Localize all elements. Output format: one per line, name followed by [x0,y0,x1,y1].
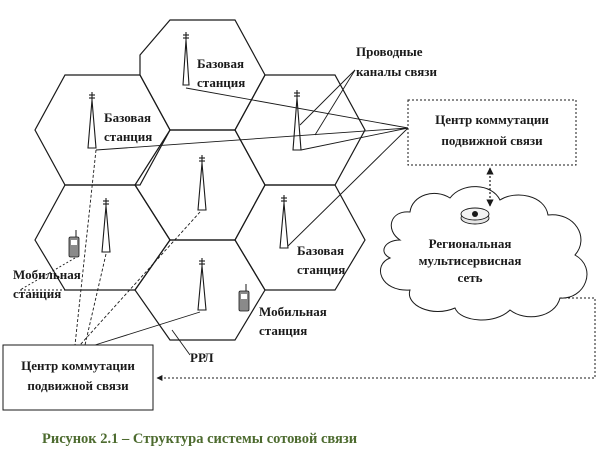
mobile-phone-bottom-icon [238,284,250,312]
rrl-link-3 [84,253,107,346]
wired-link-upper-left [95,127,409,151]
switch-center-left-line1: Центр коммутации [21,358,135,373]
tower-right-icon [279,195,289,249]
wired-link-right [287,127,409,247]
base-station-top-line1: Базовая [197,56,244,71]
figure-caption: Рисунок 2.1 – Структура системы сотовой … [42,431,357,447]
switch-center-right-line2: подвижной связи [441,133,543,148]
rrl-link-1 [74,149,97,346]
regional-network-line3: сеть [458,270,483,285]
mobile-station-left-line1: Мобильная [13,267,81,282]
base-station-left-line2: станция [104,129,152,144]
tower-top-icon [182,32,190,86]
wired-channels-line2: каналы связи [356,64,437,79]
wired-link-top [185,87,409,129]
tower-bottom-icon [197,258,207,311]
regional-network-cloud [380,186,588,321]
regional-network-line2: мультисервисная [419,253,522,268]
tower-left-icon [101,198,111,253]
wired-pointer-2 [314,69,356,136]
wired-link-upper-right [300,127,409,151]
switch-center-left-box [2,344,154,411]
rrl-pointer [171,329,191,356]
tower-upper-right-icon [292,90,302,151]
mobile-station-bottom-line1: Мобильная [259,304,327,319]
tower-center-icon [197,155,207,211]
switch-center-right-line1: Центр коммутации [435,112,549,127]
rrl-link-2 [79,211,201,346]
router-icon [460,207,490,225]
mobile-station-bottom-line2: станция [259,323,307,338]
mobile-link-left [19,257,76,291]
base-station-left-line1: Базовая [104,110,151,125]
mobile-station-left-line2: станция [13,286,61,301]
switch-center-right-box [407,99,577,166]
base-station-right-line2: станция [297,262,345,277]
base-station-top-line2: станция [197,75,245,90]
switch-center-left-line2: подвижной связи [27,378,129,393]
rrl-link-4 [94,311,201,346]
regional-network-line1: Региональная [429,236,512,251]
wired-pointer-1 [299,69,356,126]
cell-bottom [134,239,266,341]
wired-channels-line1: Проводные [356,44,423,59]
mobile-phone-left-icon [68,230,80,258]
network-to-left-switch-link [156,297,596,381]
tower-upper-left-icon [87,92,97,149]
rrl-label: РРЛ [190,350,214,365]
base-station-right-line1: Базовая [297,243,344,258]
